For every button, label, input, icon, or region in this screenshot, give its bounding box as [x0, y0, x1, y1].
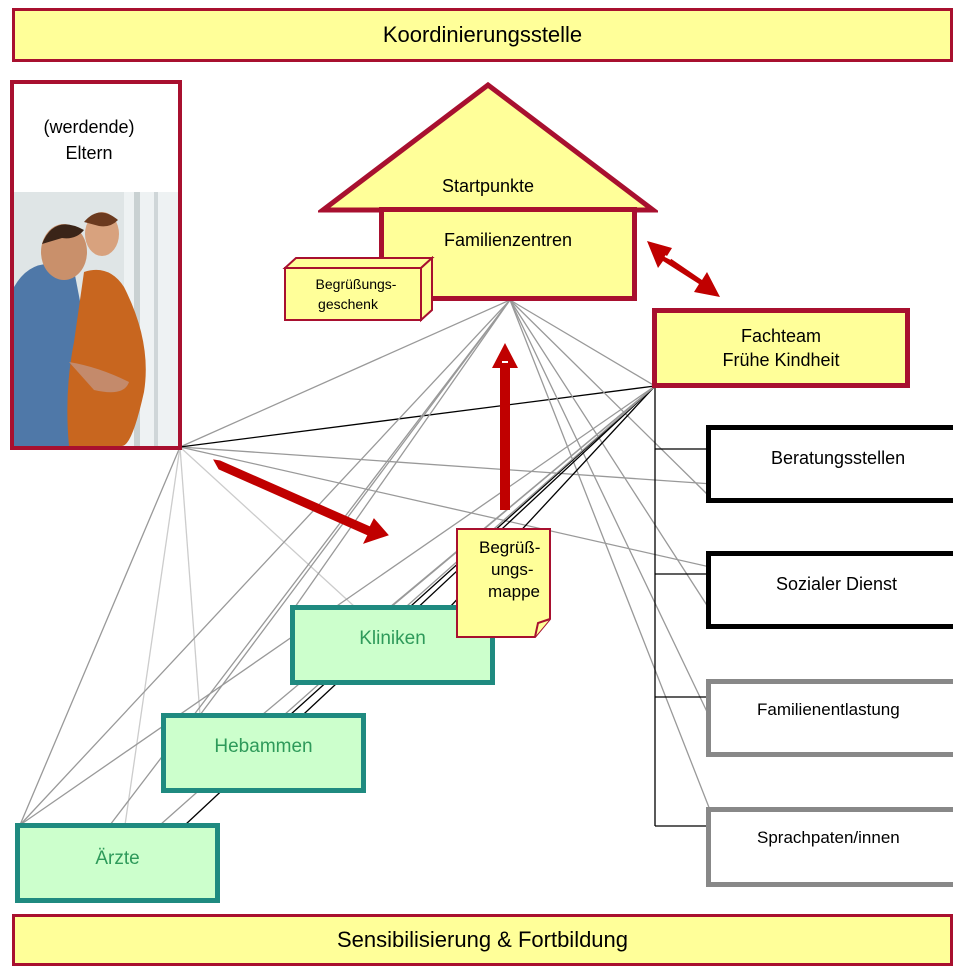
partner-aerzte: Ärzte — [15, 823, 220, 903]
partner-hebammen: Hebammen — [161, 713, 366, 793]
services-bracket — [654, 386, 710, 827]
hebammen-label: Hebammen — [214, 736, 313, 757]
familienzentren-label: Familienzentren — [443, 230, 573, 250]
roof-label: Startpunkte — [442, 176, 534, 196]
begruessungsmappe-doc: Begrüß- ungs- mappe — [456, 528, 551, 638]
parents-photo — [14, 192, 178, 446]
entlastung-label: Familienentlastung — [757, 700, 900, 719]
sprachpaten-label: Sprachpaten/innen — [757, 828, 900, 847]
coordination-banner: Koordinierungsstelle — [12, 8, 953, 62]
arrow-double-familienzentren-fachteam — [647, 241, 720, 297]
gift-label-2: geschenk — [318, 296, 379, 312]
gift-label-1: Begrüßungs- — [316, 276, 397, 292]
sensibilisierung-label: Sensibilisierung & Fortbildung — [336, 927, 629, 952]
arrow-parents-to-mappe — [213, 459, 389, 544]
sozial-label: Sozialer Dienst — [776, 574, 898, 594]
fachteam-label-2: Frühe Kindheit — [722, 350, 840, 370]
arrow-mappe-to-familienzentren — [492, 343, 518, 510]
fachteam-box: Fachteam Frühe Kindheit — [652, 308, 910, 388]
parents-label: (werdende) Eltern — [43, 117, 135, 163]
fachteam-label-1: Fachteam — [740, 326, 822, 346]
mappe-label-2: ungs- — [491, 560, 534, 579]
service-sprachpaten: Sprachpaten/innen — [706, 807, 953, 887]
partner-kliniken: Kliniken — [290, 605, 495, 685]
coordination-label: Koordinierungsstelle — [382, 22, 583, 47]
gift-box: Begrüßungs- geschenk — [282, 256, 435, 323]
service-sozialer-dienst: Sozialer Dienst — [706, 551, 953, 629]
beratung-label: Beratungsstellen — [771, 448, 906, 468]
mappe-label-1: Begrüß- — [479, 538, 540, 557]
service-beratungsstellen: Beratungsstellen — [706, 425, 953, 503]
sensibilisierung-banner: Sensibilisierung & Fortbildung — [12, 914, 953, 966]
service-familienentlastung: Familienentlastung — [706, 679, 953, 757]
parents-panel: (werdende) Eltern — [10, 80, 182, 450]
aerzte-label: Ärzte — [95, 848, 140, 869]
parent-fachteam-line — [179, 385, 656, 448]
kliniken-label: Kliniken — [359, 628, 426, 649]
mappe-label-3: mappe — [488, 582, 540, 601]
startpunkte-roof: Startpunkte — [318, 81, 658, 213]
